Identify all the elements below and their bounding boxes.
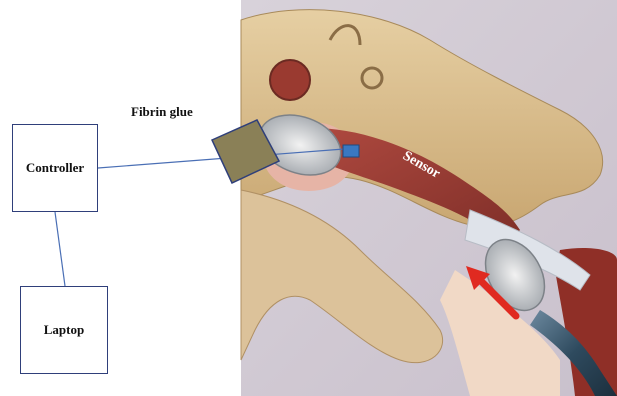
controller-box: Controller	[12, 124, 98, 212]
controller-to-laptop-line	[55, 212, 65, 286]
laptop-label: Laptop	[44, 322, 84, 338]
ear-structure	[270, 60, 310, 100]
sensor-chip	[343, 145, 359, 157]
controller-label: Controller	[26, 160, 84, 176]
laptop-box: Laptop	[20, 286, 108, 374]
fibrin-glue-label: Fibrin glue	[131, 104, 193, 120]
